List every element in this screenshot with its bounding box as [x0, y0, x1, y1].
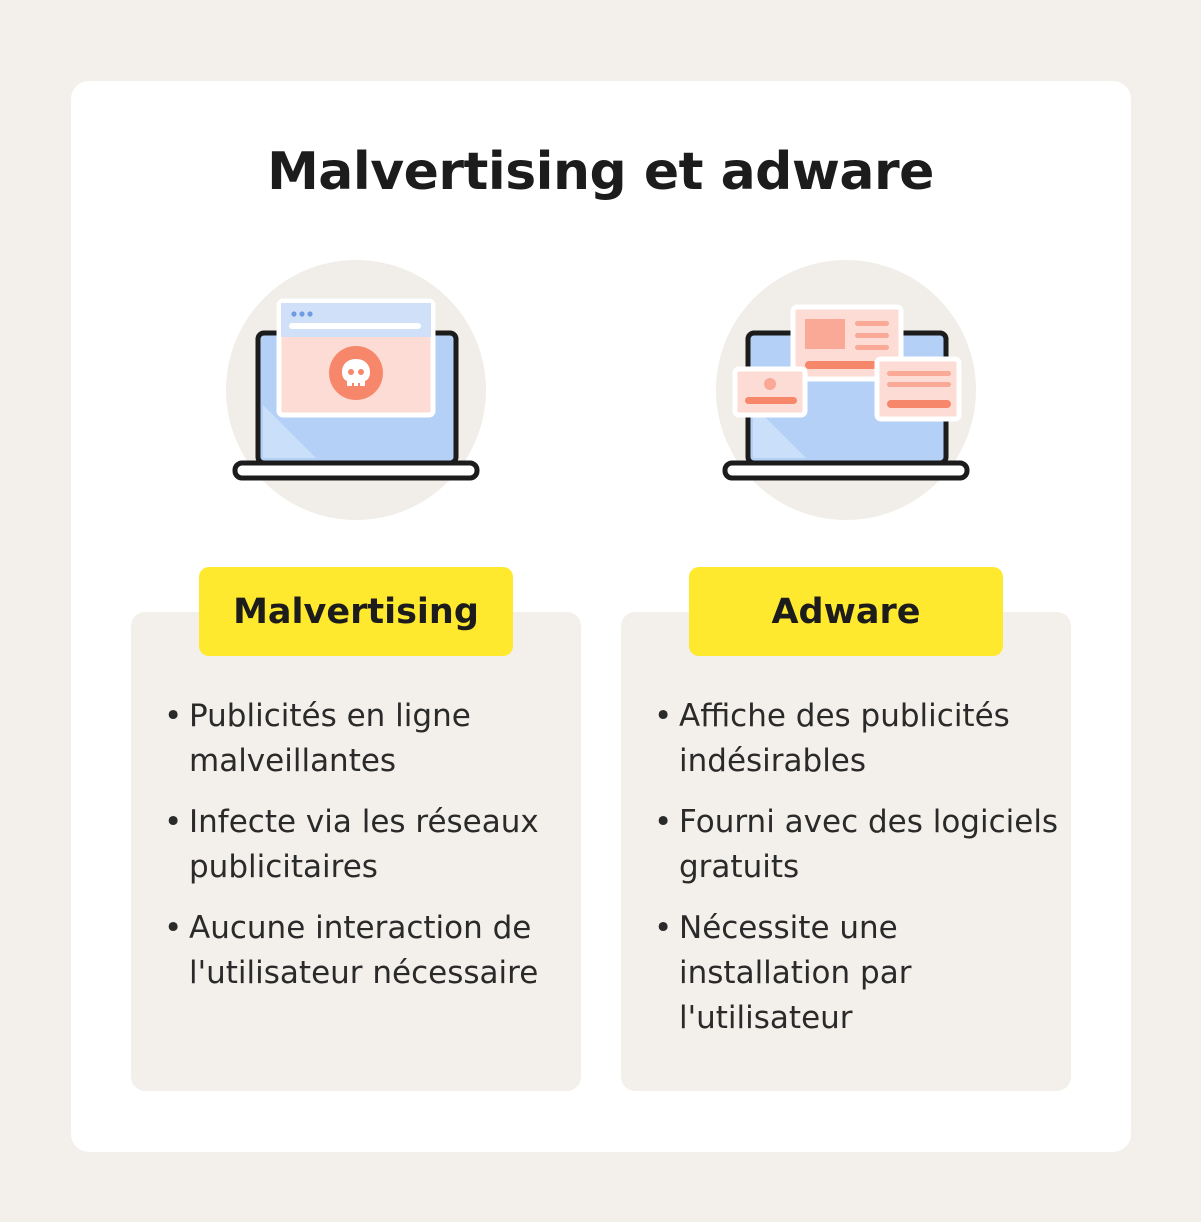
malvertising-bullet-list: Publicités en ligne malveillantes Infect… — [162, 694, 579, 1012]
adware-bullet-list: Affiche des publicités indésirables Four… — [652, 694, 1069, 1057]
laptop-popup-ads-icon — [716, 260, 976, 520]
list-item: Aucune interaction de l'utilisateur néce… — [162, 906, 579, 996]
page-title: Malvertising et adware — [267, 142, 934, 202]
adware-label: Adware — [689, 567, 1003, 656]
list-item: Nécessite une installation par l'utilisa… — [652, 906, 1069, 1041]
laptop-skull-icon — [226, 260, 486, 520]
malvertising-illustration — [221, 255, 491, 525]
list-item: Affiche des publicités indésirables — [652, 694, 1069, 784]
malvertising-label: Malvertising — [199, 567, 513, 656]
list-item: Infecte via les réseaux publicitaires — [162, 800, 579, 890]
list-item: Fourni avec des logiciels gratuits — [652, 800, 1069, 890]
list-item: Publicités en ligne malveillantes — [162, 694, 579, 784]
adware-illustration — [711, 255, 981, 525]
